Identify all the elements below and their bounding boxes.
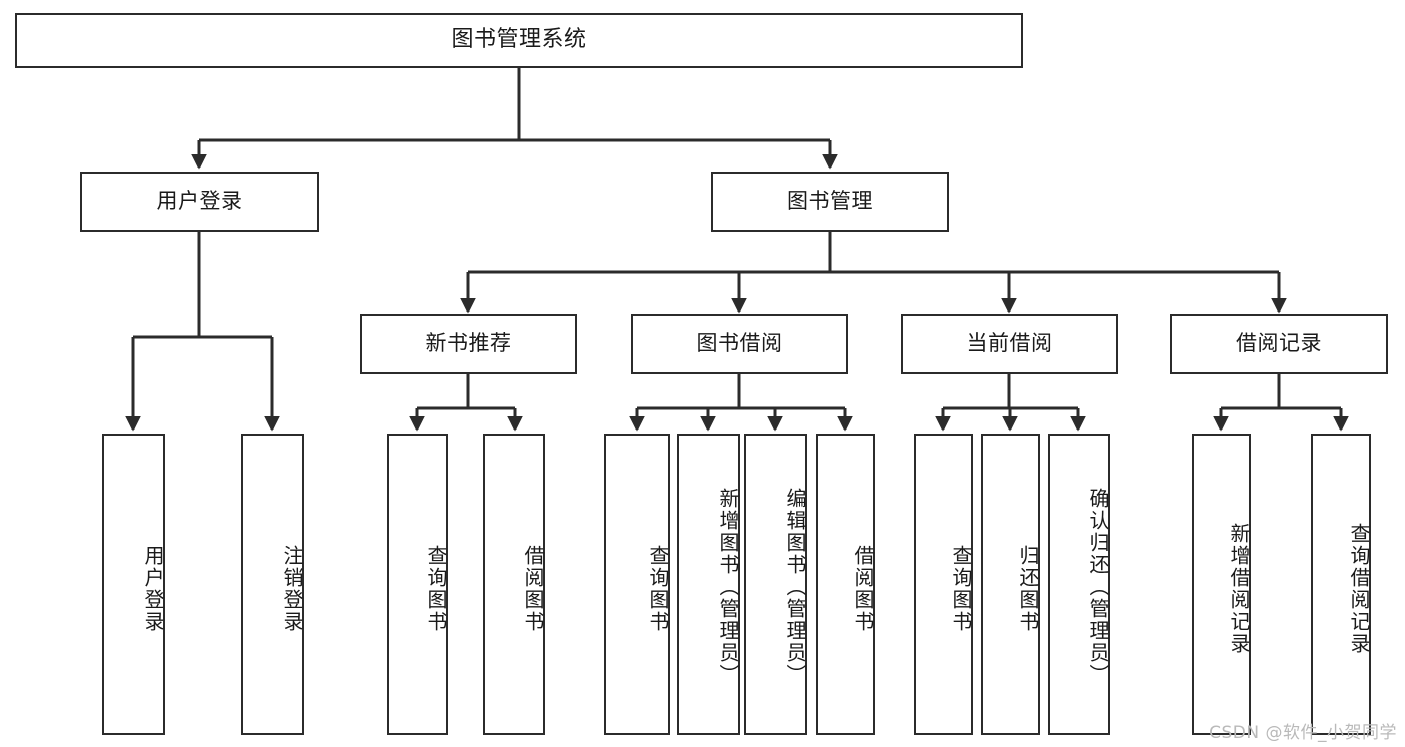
node-label: 归还图书 <box>1016 544 1040 633</box>
node-book-borrow[interactable]: 图书借阅 <box>631 314 848 374</box>
leaf-records-add-record[interactable]: 新增借阅记录 <box>1192 434 1251 735</box>
node-label: 新增图书（管理员） <box>716 487 740 686</box>
node-label: 借阅图书 <box>851 544 875 633</box>
csdn-watermark: CSDN @软件_小贺同学 <box>1209 723 1397 743</box>
node-current-borrow[interactable]: 当前借阅 <box>901 314 1118 374</box>
node-label: 查询图书 <box>424 544 448 633</box>
node-label: 确认归还（管理员） <box>1086 487 1110 686</box>
node-label: 图书管理 <box>787 189 873 214</box>
leaf-newbook-query-book[interactable]: 查询图书 <box>387 434 448 735</box>
leaf-newbook-borrow-book[interactable]: 借阅图书 <box>483 434 545 735</box>
node-label: 图书管理系统 <box>451 27 587 53</box>
node-book-management[interactable]: 图书管理 <box>711 172 949 232</box>
leaf-logout[interactable]: 注销登录 <box>241 434 304 735</box>
node-label: 借阅图书 <box>521 544 545 633</box>
node-new-book-recommend[interactable]: 新书推荐 <box>360 314 577 374</box>
node-label: 编辑图书（管理员） <box>783 487 807 686</box>
node-borrow-records[interactable]: 借阅记录 <box>1170 314 1388 374</box>
leaf-borrow-add-book-admin[interactable]: 新增图书（管理员） <box>677 434 740 735</box>
leaf-borrow-query-book[interactable]: 查询图书 <box>604 434 670 735</box>
node-label: 借阅记录 <box>1236 331 1322 356</box>
leaf-borrow-borrow-book[interactable]: 借阅图书 <box>816 434 875 735</box>
leaf-current-confirm-return-admin[interactable]: 确认归还（管理员） <box>1048 434 1110 735</box>
node-label: 当前借阅 <box>966 331 1053 356</box>
node-label: 用户登录 <box>141 544 165 633</box>
leaf-borrow-edit-book-admin[interactable]: 编辑图书（管理员） <box>744 434 807 735</box>
node-root-system[interactable]: 图书管理系统 <box>15 13 1023 68</box>
leaf-records-query-record[interactable]: 查询借阅记录 <box>1311 434 1371 735</box>
node-label: 查询借阅记录 <box>1347 522 1371 655</box>
node-label: 查询图书 <box>646 544 670 633</box>
node-label: 新增借阅记录 <box>1227 522 1251 655</box>
node-label: 查询图书 <box>949 544 973 633</box>
node-label: 新书推荐 <box>425 331 512 356</box>
node-user-login[interactable]: 用户登录 <box>80 172 319 232</box>
node-label: 注销登录 <box>280 544 304 633</box>
leaf-current-return-book[interactable]: 归还图书 <box>981 434 1040 735</box>
node-label: 用户登录 <box>156 189 243 214</box>
node-label: 图书借阅 <box>696 331 783 356</box>
leaf-current-query-book[interactable]: 查询图书 <box>914 434 973 735</box>
leaf-user-login[interactable]: 用户登录 <box>102 434 165 735</box>
